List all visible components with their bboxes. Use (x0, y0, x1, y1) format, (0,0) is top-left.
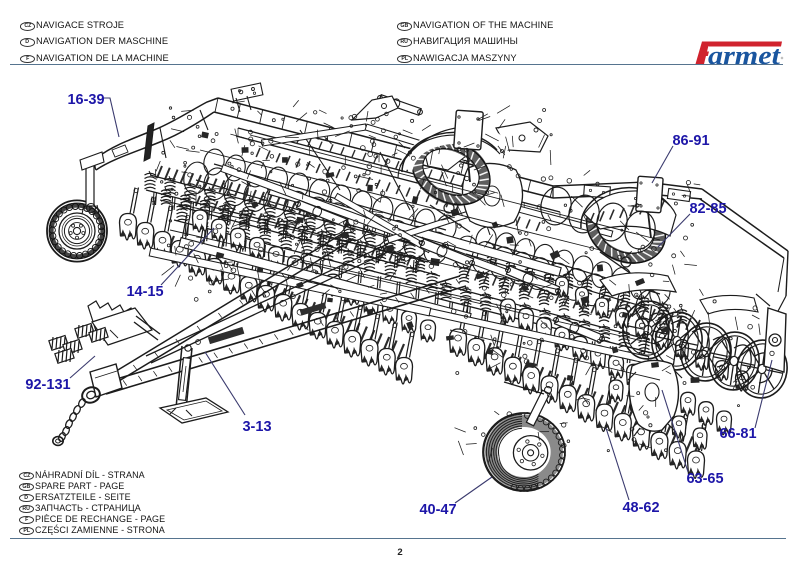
svg-text:86-91: 86-91 (672, 133, 709, 149)
svg-text:82-85: 82-85 (689, 201, 726, 217)
svg-text:66-81: 66-81 (719, 426, 756, 442)
svg-text:3-13: 3-13 (242, 419, 271, 435)
svg-text:16-39: 16-39 (67, 92, 104, 108)
svg-text:63-65: 63-65 (686, 471, 723, 487)
svg-text:armet: armet (708, 41, 781, 66)
svg-text:40-47: 40-47 (419, 502, 456, 518)
svg-text:92-131: 92-131 (25, 377, 70, 393)
svg-text:48-62: 48-62 (622, 500, 659, 516)
svg-text:14-15: 14-15 (126, 284, 163, 300)
